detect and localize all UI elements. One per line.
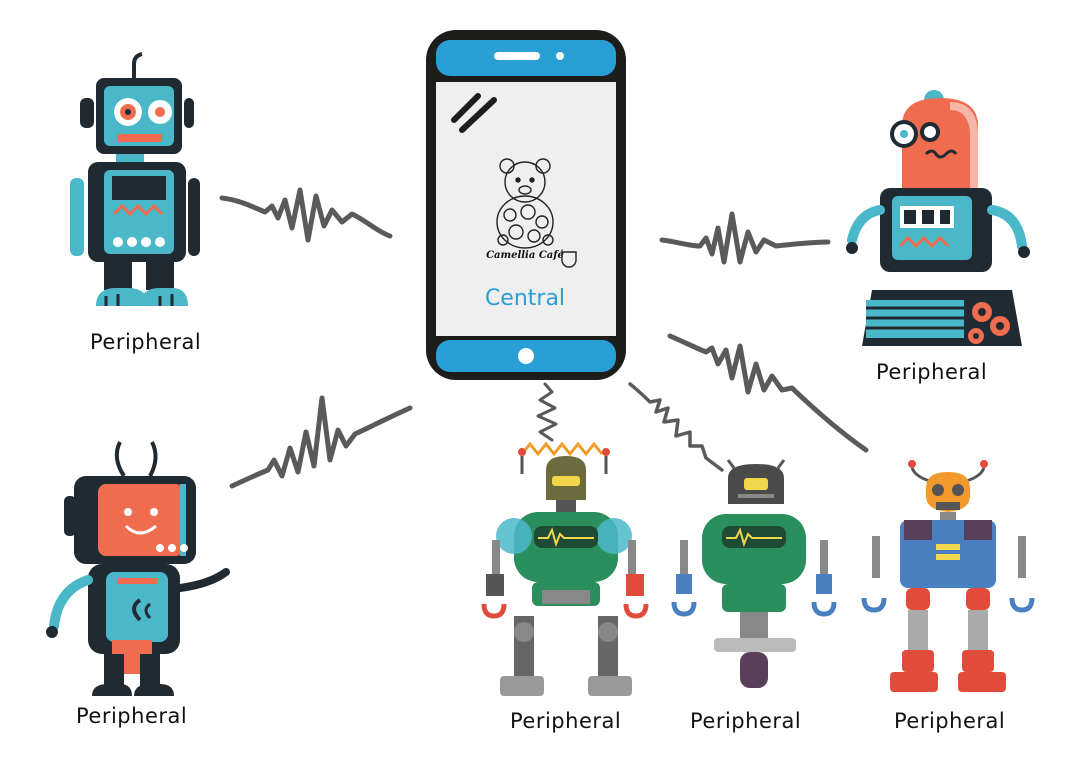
signal-wave-right-down	[667, 333, 869, 453]
robot-blue-orange	[861, 460, 1035, 692]
signal-wave-top-right	[659, 211, 831, 265]
robot-top-left	[70, 52, 200, 306]
signal-wave-down-center	[536, 382, 558, 442]
robot-top-right	[846, 90, 1030, 346]
signal-waves	[219, 187, 869, 489]
peripheral-label-bottom-1: Peripheral	[510, 709, 622, 733]
signal-wave-top-left	[219, 187, 393, 243]
phone-speaker	[494, 52, 540, 60]
robot-green-wheel	[671, 459, 837, 688]
robot-bottom-left	[46, 441, 230, 696]
peripheral-label-bottom-left: Peripheral	[76, 704, 188, 728]
peripheral-label-bottom-2: Peripheral	[690, 709, 802, 733]
signal-wave-bottom-left	[229, 395, 413, 489]
screen-glare-1	[451, 93, 481, 123]
peripheral-label-bottom-3: Peripheral	[894, 709, 1006, 733]
camellia-cafe-logo	[496, 158, 577, 268]
brand-name: Camellia Café	[486, 250, 564, 261]
robot-green-left	[481, 441, 649, 696]
peripheral-label-top-right: Peripheral	[876, 360, 988, 384]
screen-glare-2	[459, 97, 497, 133]
peripheral-label-top-left: Peripheral	[90, 330, 202, 354]
phone-camera	[556, 52, 564, 60]
central-phone	[426, 30, 626, 380]
central-label: Central	[484, 286, 566, 311]
phone-home-button	[518, 348, 534, 364]
signal-wave-down-right	[628, 382, 724, 472]
